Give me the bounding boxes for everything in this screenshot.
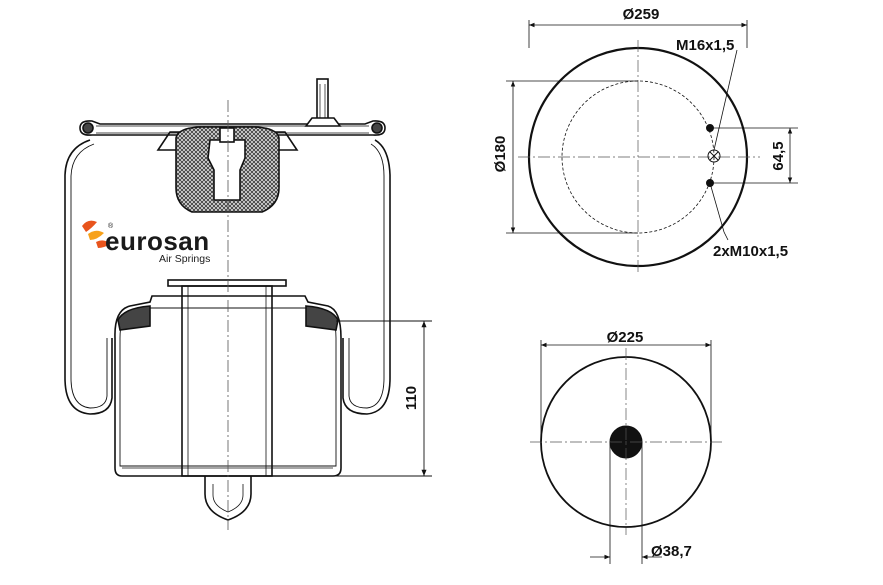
- top-outer-diameter-label: Ø259: [623, 6, 660, 23]
- brand-logo: ® eurosan Air Springs: [82, 220, 210, 265]
- thread-m16-label: M16x1,5: [676, 37, 734, 54]
- top-buffer: [156, 126, 299, 213]
- top-inner-diameter-label: Ø180: [492, 136, 509, 173]
- piston: [114, 279, 342, 477]
- bolt-spacing-label: 64,5: [770, 141, 787, 170]
- thread-m10-label: 2xM10x1,5: [713, 243, 788, 260]
- side-section-view: [64, 78, 432, 530]
- bottom-view: [530, 340, 722, 564]
- air-inlet-fitting: [304, 78, 342, 127]
- piston-height-dimension: [336, 320, 432, 477]
- bottom-outer-diameter-label: Ø225: [607, 329, 644, 346]
- brand-tagline: Air Springs: [159, 253, 210, 265]
- brand-name: eurosan: [105, 226, 210, 256]
- bottom-hole-diameter-label: Ø38,7: [651, 543, 692, 560]
- brand-logo-icon: [82, 220, 110, 248]
- piston-height-label: 110: [403, 386, 420, 410]
- brand-reg-mark: ®: [108, 222, 114, 230]
- bellows: [64, 139, 391, 415]
- top-view: [506, 20, 798, 272]
